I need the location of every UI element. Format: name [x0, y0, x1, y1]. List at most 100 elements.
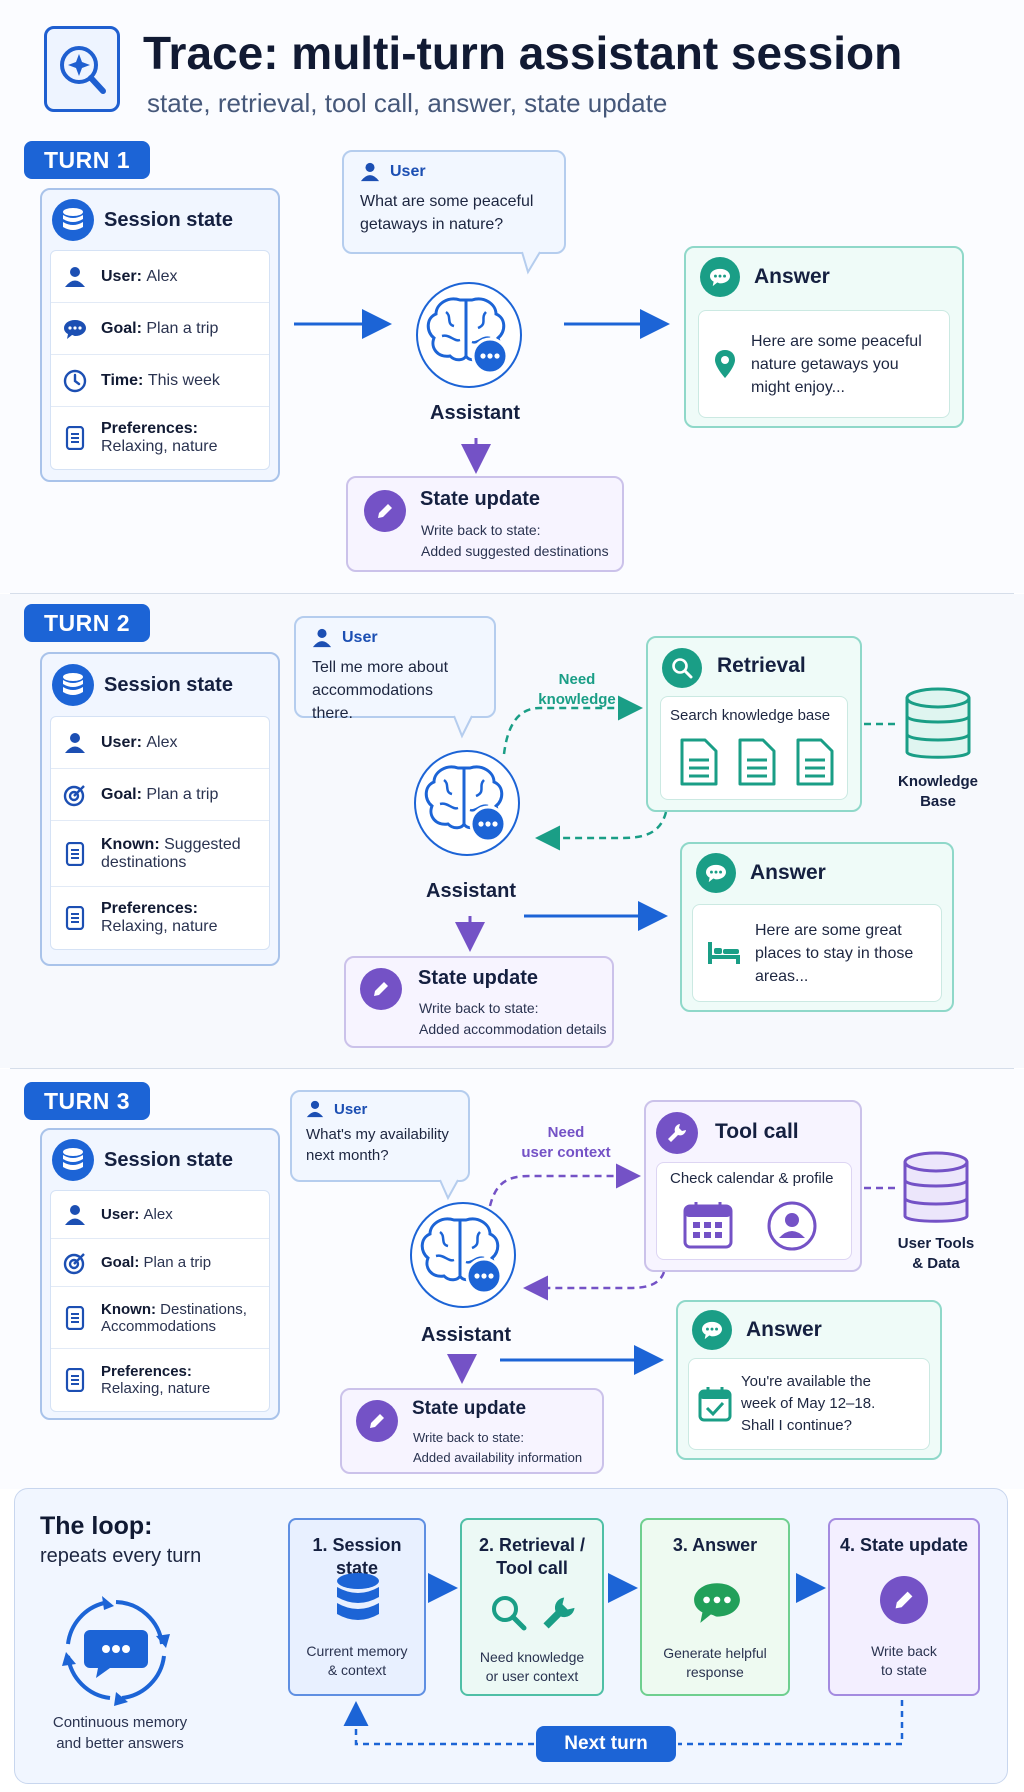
target-icon — [61, 1249, 89, 1277]
user-icon — [61, 729, 89, 757]
clock-icon — [61, 367, 89, 395]
state-row-goal: Goal: Plan a trip — [51, 1239, 269, 1287]
turn2-label: TURN 2 — [24, 604, 151, 642]
knowledge-base-database-icon — [904, 686, 972, 771]
document-icon — [61, 1304, 89, 1332]
turn2-state-update-card — [344, 956, 614, 1048]
turn3-label: TURN 3 — [24, 1082, 151, 1120]
answer-title: Answer — [754, 265, 830, 288]
page-subtitle: state, retrieval, tool call, answer, sta… — [147, 88, 668, 118]
user-icon — [306, 1100, 324, 1118]
pencil-icon — [360, 968, 402, 1010]
user-icon — [360, 162, 380, 182]
user-icon — [61, 1201, 89, 1229]
database-icon — [52, 199, 94, 241]
state-row-preferences: Preferences:Relaxing, nature — [51, 407, 269, 469]
state-update-text: Write back to state:Added suggested dest… — [421, 522, 609, 559]
turn2-assistant-label: Assistant — [426, 880, 517, 902]
state-update-text: Write back to state:Added accommodation … — [419, 1000, 607, 1037]
pencil-icon — [356, 1400, 398, 1442]
turn1-state-update-card — [346, 476, 624, 572]
state-row-user: User: Alex — [51, 717, 269, 769]
calendar-icon — [682, 1200, 734, 1255]
document-icon — [61, 1366, 89, 1394]
pencil-icon — [880, 1576, 928, 1624]
turn3-assistant-label: Assistant — [421, 1324, 512, 1346]
answer-title: Answer — [746, 1318, 822, 1341]
state-row-known: Known: Destinations,Accommodations — [51, 1287, 269, 1349]
chat-icon — [61, 315, 89, 343]
tool-call-label: Check calendar & profile — [670, 1170, 834, 1187]
page-title: Trace: multi-turn assistant session — [143, 27, 903, 79]
state-update-title: State update — [412, 1398, 527, 1419]
state-row-preferences: Preferences:Relaxing, nature — [51, 887, 269, 949]
user-icon — [61, 263, 89, 291]
trace-logo-icon — [44, 26, 120, 112]
turn1-assistant-label: Assistant — [430, 402, 521, 424]
tool-call-title: Tool call — [715, 1120, 799, 1143]
search-icon — [662, 648, 702, 688]
state-row-user: User: Alex — [51, 1191, 269, 1239]
session-state-title: Session state — [104, 1148, 233, 1171]
document-icon — [796, 738, 834, 791]
state-row-user: User: Alex — [51, 251, 269, 303]
turn1-assistant-brain-icon — [416, 282, 522, 388]
search-icon — [490, 1594, 528, 1637]
document-icon — [738, 738, 776, 791]
document-icon — [61, 904, 89, 932]
retrieval-title: Retrieval — [717, 654, 806, 677]
chat-icon — [692, 1310, 732, 1350]
profile-icon — [766, 1200, 818, 1257]
user-tools-database-icon — [902, 1150, 970, 1235]
database-icon — [334, 1572, 382, 1631]
database-icon — [52, 664, 94, 706]
retrieval-label: Search knowledge base — [670, 707, 831, 724]
document-icon — [61, 840, 89, 868]
user-tools-label: User Tools& Data — [897, 1235, 975, 1272]
turn2-session-state-card: Session state User: Alex Goal: Plan a tr… — [40, 652, 280, 966]
loop-cycle-icon — [58, 1592, 174, 1713]
loop-title: The loop: — [40, 1512, 153, 1540]
state-update-title: State update — [418, 967, 539, 989]
turn3-tool-call-card — [644, 1100, 862, 1272]
chat-icon — [700, 257, 740, 297]
divider — [10, 593, 1014, 594]
session-state-title: Session state — [104, 673, 233, 696]
state-update-text: Write back to state:Added availability i… — [413, 1430, 583, 1465]
turn3-state-update-card — [340, 1388, 604, 1474]
turn1-label: TURN 1 — [24, 141, 151, 179]
chat-icon — [696, 853, 736, 893]
loop-subtitle: repeats every turn — [40, 1545, 202, 1567]
divider — [10, 1068, 1014, 1069]
wrench-icon — [656, 1112, 698, 1154]
user-icon — [312, 628, 332, 648]
turn2-assistant-brain-icon — [414, 750, 520, 856]
turn1-session-state-card: Session state User: Alex Goal: Plan a tr… — [40, 188, 280, 482]
loop-step-session-state: 1. Session state Current memory& context — [288, 1518, 426, 1696]
calendar-check-icon — [689, 1386, 741, 1422]
state-row-goal: Goal: Plan a trip — [51, 769, 269, 821]
location-pin-icon — [699, 349, 751, 379]
state-row-time: Time: This week — [51, 355, 269, 407]
next-turn-button[interactable]: Next turn — [536, 1726, 676, 1762]
answer-title: Answer — [750, 861, 826, 884]
turn3-assistant-brain-icon — [410, 1202, 516, 1308]
chat-icon — [692, 1578, 742, 1631]
state-update-title: State update — [420, 488, 541, 510]
state-row-preferences: Preferences:Relaxing, nature — [51, 1349, 269, 1411]
turn3-session-state-card: Session state User: Alex Goal: Plan a tr… — [40, 1128, 280, 1420]
